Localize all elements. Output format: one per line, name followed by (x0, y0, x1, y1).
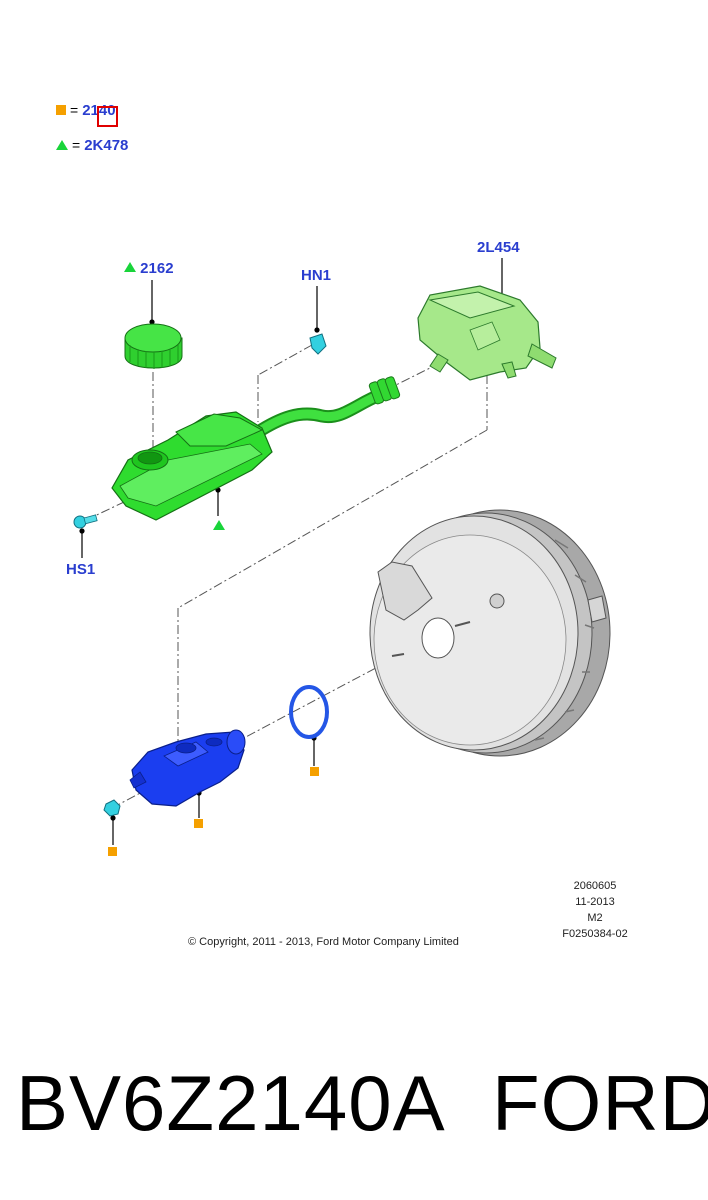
hose-clip (309, 333, 327, 355)
brand-title: FORD (492, 1059, 708, 1147)
drawing-revision: M2 (587, 912, 603, 924)
drawing-number: 2060605 (573, 880, 617, 892)
callout-hs1[interactable]: HS1 (66, 561, 96, 578)
drawing-file-id: F0250384-02 (562, 928, 628, 940)
square-marker (310, 767, 319, 776)
legend-link-2k478[interactable]: 2K478 (84, 136, 129, 154)
brake-booster (369, 509, 611, 757)
triangle-marker (213, 520, 225, 530)
callout-lines (79, 258, 505, 845)
callout-2l454[interactable]: 2L454 (477, 239, 520, 256)
triangle-marker-icon (56, 140, 68, 150)
callout-hn1[interactable]: HN1 (301, 267, 332, 284)
legend-equals: = (70, 102, 79, 118)
o-ring-seal (289, 685, 329, 739)
master-cylinder (129, 729, 246, 807)
callout-2162-label: 2162 (140, 260, 174, 277)
part-markers (108, 520, 319, 856)
selection-highlight-box (97, 106, 118, 127)
reservoir-tank (417, 285, 557, 381)
reservoir-screw (73, 514, 98, 529)
reservoir-cap (124, 323, 183, 369)
legend-row-triangle: = 2K478 (56, 135, 128, 155)
square-marker-icon (56, 105, 66, 115)
copyright-notice: © Copyright, 2011 - 2013, Ford Motor Com… (188, 936, 459, 948)
fluid-reservoir (111, 376, 401, 521)
callout-2162[interactable]: 2162 (124, 260, 174, 277)
mounting-nut (103, 799, 121, 817)
drawing-date: 11-2013 (575, 896, 615, 908)
square-marker (194, 819, 203, 828)
legend-equals: = (72, 137, 81, 153)
part-number-title: BV6Z2140A (16, 1059, 446, 1147)
triangle-marker-icon (124, 262, 136, 272)
square-marker (108, 847, 117, 856)
exploded-parts-diagram (73, 258, 611, 856)
